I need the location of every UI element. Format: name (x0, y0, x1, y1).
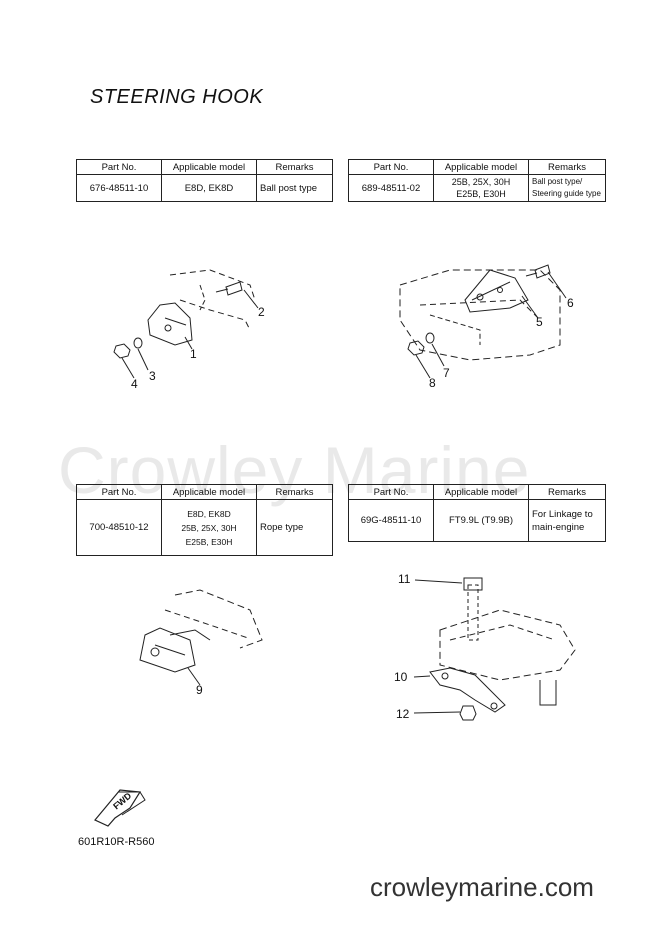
figure-code: 601R10R-R560 (78, 836, 155, 848)
bracket-assembly-4 (429, 577, 576, 721)
leader-6 (547, 271, 567, 299)
leader-12 (413, 711, 461, 714)
parts-table-2: Part No. Applicable model Remarks 689-48… (348, 159, 606, 202)
callout-6: 6 (567, 296, 574, 310)
parts-table-1: Part No. Applicable model Remarks 676-48… (76, 159, 333, 202)
remarks: Ball post type/ Steering guide type (528, 174, 606, 202)
callout-5: 5 (536, 315, 543, 329)
callout-11: 11 (398, 572, 411, 586)
callout-8: 8 (429, 376, 436, 390)
bracket-assembly-2 (399, 264, 561, 361)
remarks: Rope type (256, 499, 333, 556)
remarks-line: Ball post type/ (532, 177, 583, 186)
leader-3 (137, 348, 149, 371)
callout-4: 4 (131, 377, 138, 391)
nut-washer-1 (113, 337, 143, 359)
bracket-assembly-3 (139, 589, 263, 673)
remarks-line: For Linkage to (532, 508, 593, 520)
leader-8 (415, 354, 431, 379)
remarks: For Linkage to main-engine (528, 499, 606, 542)
part-number: 689-48511-02 (348, 174, 434, 202)
remarks-line: main-engine (532, 521, 585, 533)
parts-table-4: Part No. Applicable model Remarks 69G-48… (348, 484, 606, 542)
header-remarks: Remarks (256, 484, 333, 500)
applicable-model: E8D, EK8D 25B, 25X, 30H E25B, E30H (161, 499, 257, 556)
leader-7 (431, 343, 445, 367)
leader-2 (243, 289, 259, 309)
applicable-model: 25B, 25X, 30H E25B, E30H (433, 174, 529, 202)
applicable-model: FT9.9L (T9.9B) (433, 499, 529, 542)
callout-9: 9 (196, 683, 203, 697)
part-number: 700-48510-12 (76, 499, 162, 556)
model-line: 25B, 25X, 30H (181, 522, 237, 533)
model-line: 25B, 25X, 30H (451, 177, 511, 187)
leader-11 (414, 579, 463, 584)
callout-10: 10 (394, 670, 408, 684)
leader-9 (187, 667, 201, 686)
model-line: E8D, EK8D (187, 508, 231, 519)
leader-4 (121, 357, 135, 379)
applicable-model: E8D, EK8D (161, 174, 257, 202)
leader-5 (521, 295, 539, 319)
callout-3: 3 (149, 369, 156, 383)
callout-7: 7 (443, 366, 450, 380)
leader-1 (184, 336, 193, 350)
page-title: STEERING HOOK (90, 86, 264, 108)
part-number: 676-48511-10 (76, 174, 162, 202)
remarks-line: Steering guide type (532, 189, 601, 198)
fwd-arrow-icon (94, 789, 146, 827)
model-line: E25B, E30H (456, 189, 506, 199)
part-number: 69G-48511-10 (348, 499, 434, 542)
parts-table-3: Part No. Applicable model Remarks 700-48… (76, 484, 333, 556)
footer-website: crowleymarine.com (370, 872, 594, 902)
callout-12: 12 (396, 707, 410, 721)
model-line: E25B, E30H (185, 536, 233, 547)
nut-washer-2 (407, 332, 435, 356)
remarks: Ball post type (256, 174, 333, 202)
bracket-assembly-1 (147, 269, 256, 346)
callout-1: 1 (190, 347, 197, 361)
callout-2: 2 (258, 305, 265, 319)
leader-10 (413, 675, 431, 678)
